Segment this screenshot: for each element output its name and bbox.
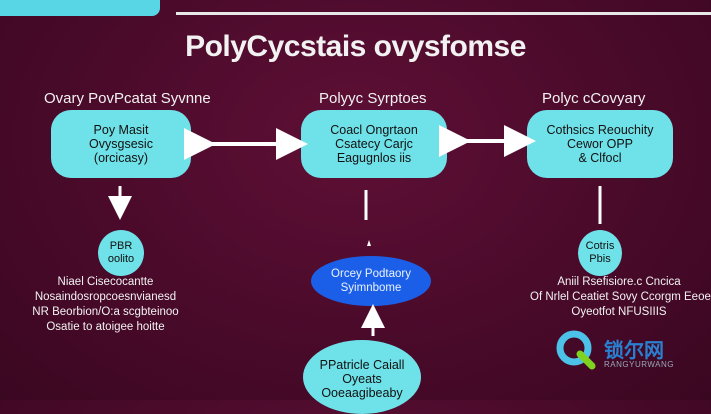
bottom-line-1: PPatricle Caiall xyxy=(319,358,405,372)
watermark-logo-icon xyxy=(556,330,596,370)
center-box-line-1: Coacl Ongrtaon xyxy=(330,123,418,137)
left-note-2: Nosaindosropcoesnvianesd xyxy=(34,291,177,303)
left-pill-node: PBR oolito xyxy=(98,230,144,276)
right-node-box: Cothsics Reouchity Cewor OPP & Clfocl xyxy=(527,110,673,178)
right-pill-line-2: Pbis xyxy=(589,253,611,265)
diagram-title: PolyCycstais ovysfomse xyxy=(185,30,526,63)
right-note-2: Of Nrlel Ceatiet Sovy Ccorgm Eeoey xyxy=(530,291,711,303)
right-note-3: Oyeotfot NFUSIIIS xyxy=(571,306,667,318)
left-box-line-1: Poy Masit xyxy=(93,123,149,137)
left-note-3: NR Beorbion/O:a scgbteinoo xyxy=(32,306,179,318)
left-notes: Niael Cisecocantte Nosaindosropcoesnvian… xyxy=(18,275,193,335)
watermark-text: 锁尔网 xyxy=(604,340,664,362)
right-pill-line-1: Cotris xyxy=(585,240,615,252)
center-oval-line-1: Orcey Podtaory xyxy=(331,268,411,280)
bottom-line-3: Ooeaagibeaby xyxy=(321,386,403,400)
right-heading: Polyc cCovyary xyxy=(542,90,646,107)
left-pill-line-1: PBR xyxy=(109,240,133,252)
left-pill-line-2: oolito xyxy=(107,253,135,265)
right-box-line-3: & Clfocl xyxy=(578,151,622,165)
left-note-1: Niael Cisecocantte xyxy=(57,276,154,288)
left-box-line-3: (orcicasy) xyxy=(93,151,149,165)
center-box-line-3: Eagugnlos iis xyxy=(336,151,412,165)
left-heading: Ovary PovPcatat Syvnne xyxy=(44,90,211,107)
watermark-subtext: RANGYURWANG xyxy=(604,360,674,369)
bottom-center-node: PPatricle Caiall Oyeats Ooeaagibeaby xyxy=(303,340,421,414)
right-box-line-1: Cothsics Reouchity xyxy=(546,123,654,137)
small-arrow-center xyxy=(367,240,371,246)
right-notes: Aniil Rsefisiore.c Cncica Of Nrlel Ceati… xyxy=(530,275,711,320)
center-oval-line-2: Syimnbome xyxy=(340,282,402,294)
bottom-line-2: Oyeats xyxy=(342,372,382,386)
center-oval-node: Orcey Podtaory Syimnbome xyxy=(311,256,431,306)
left-node-box: Poy Masit Ovysgsesic (orcicasy) xyxy=(51,110,191,178)
top-divider-line xyxy=(176,12,711,15)
top-accent-bar xyxy=(0,0,160,16)
center-node-box: Coacl Ongrtaon Csatecy Carjc Eagugnlos i… xyxy=(301,110,447,178)
left-note-4: Osatie to atoigee hoitte xyxy=(46,321,165,333)
center-heading: Polyyc Syrptoes xyxy=(319,90,427,107)
right-note-1: Aniil Rsefisiore.c Cncica xyxy=(557,276,681,288)
right-box-line-2: Cewor OPP xyxy=(567,137,633,151)
right-pill-node: Cotris Pbis xyxy=(578,230,622,276)
center-box-line-2: Csatecy Carjc xyxy=(335,137,413,151)
left-box-line-2: Ovysgsesic xyxy=(89,137,153,151)
